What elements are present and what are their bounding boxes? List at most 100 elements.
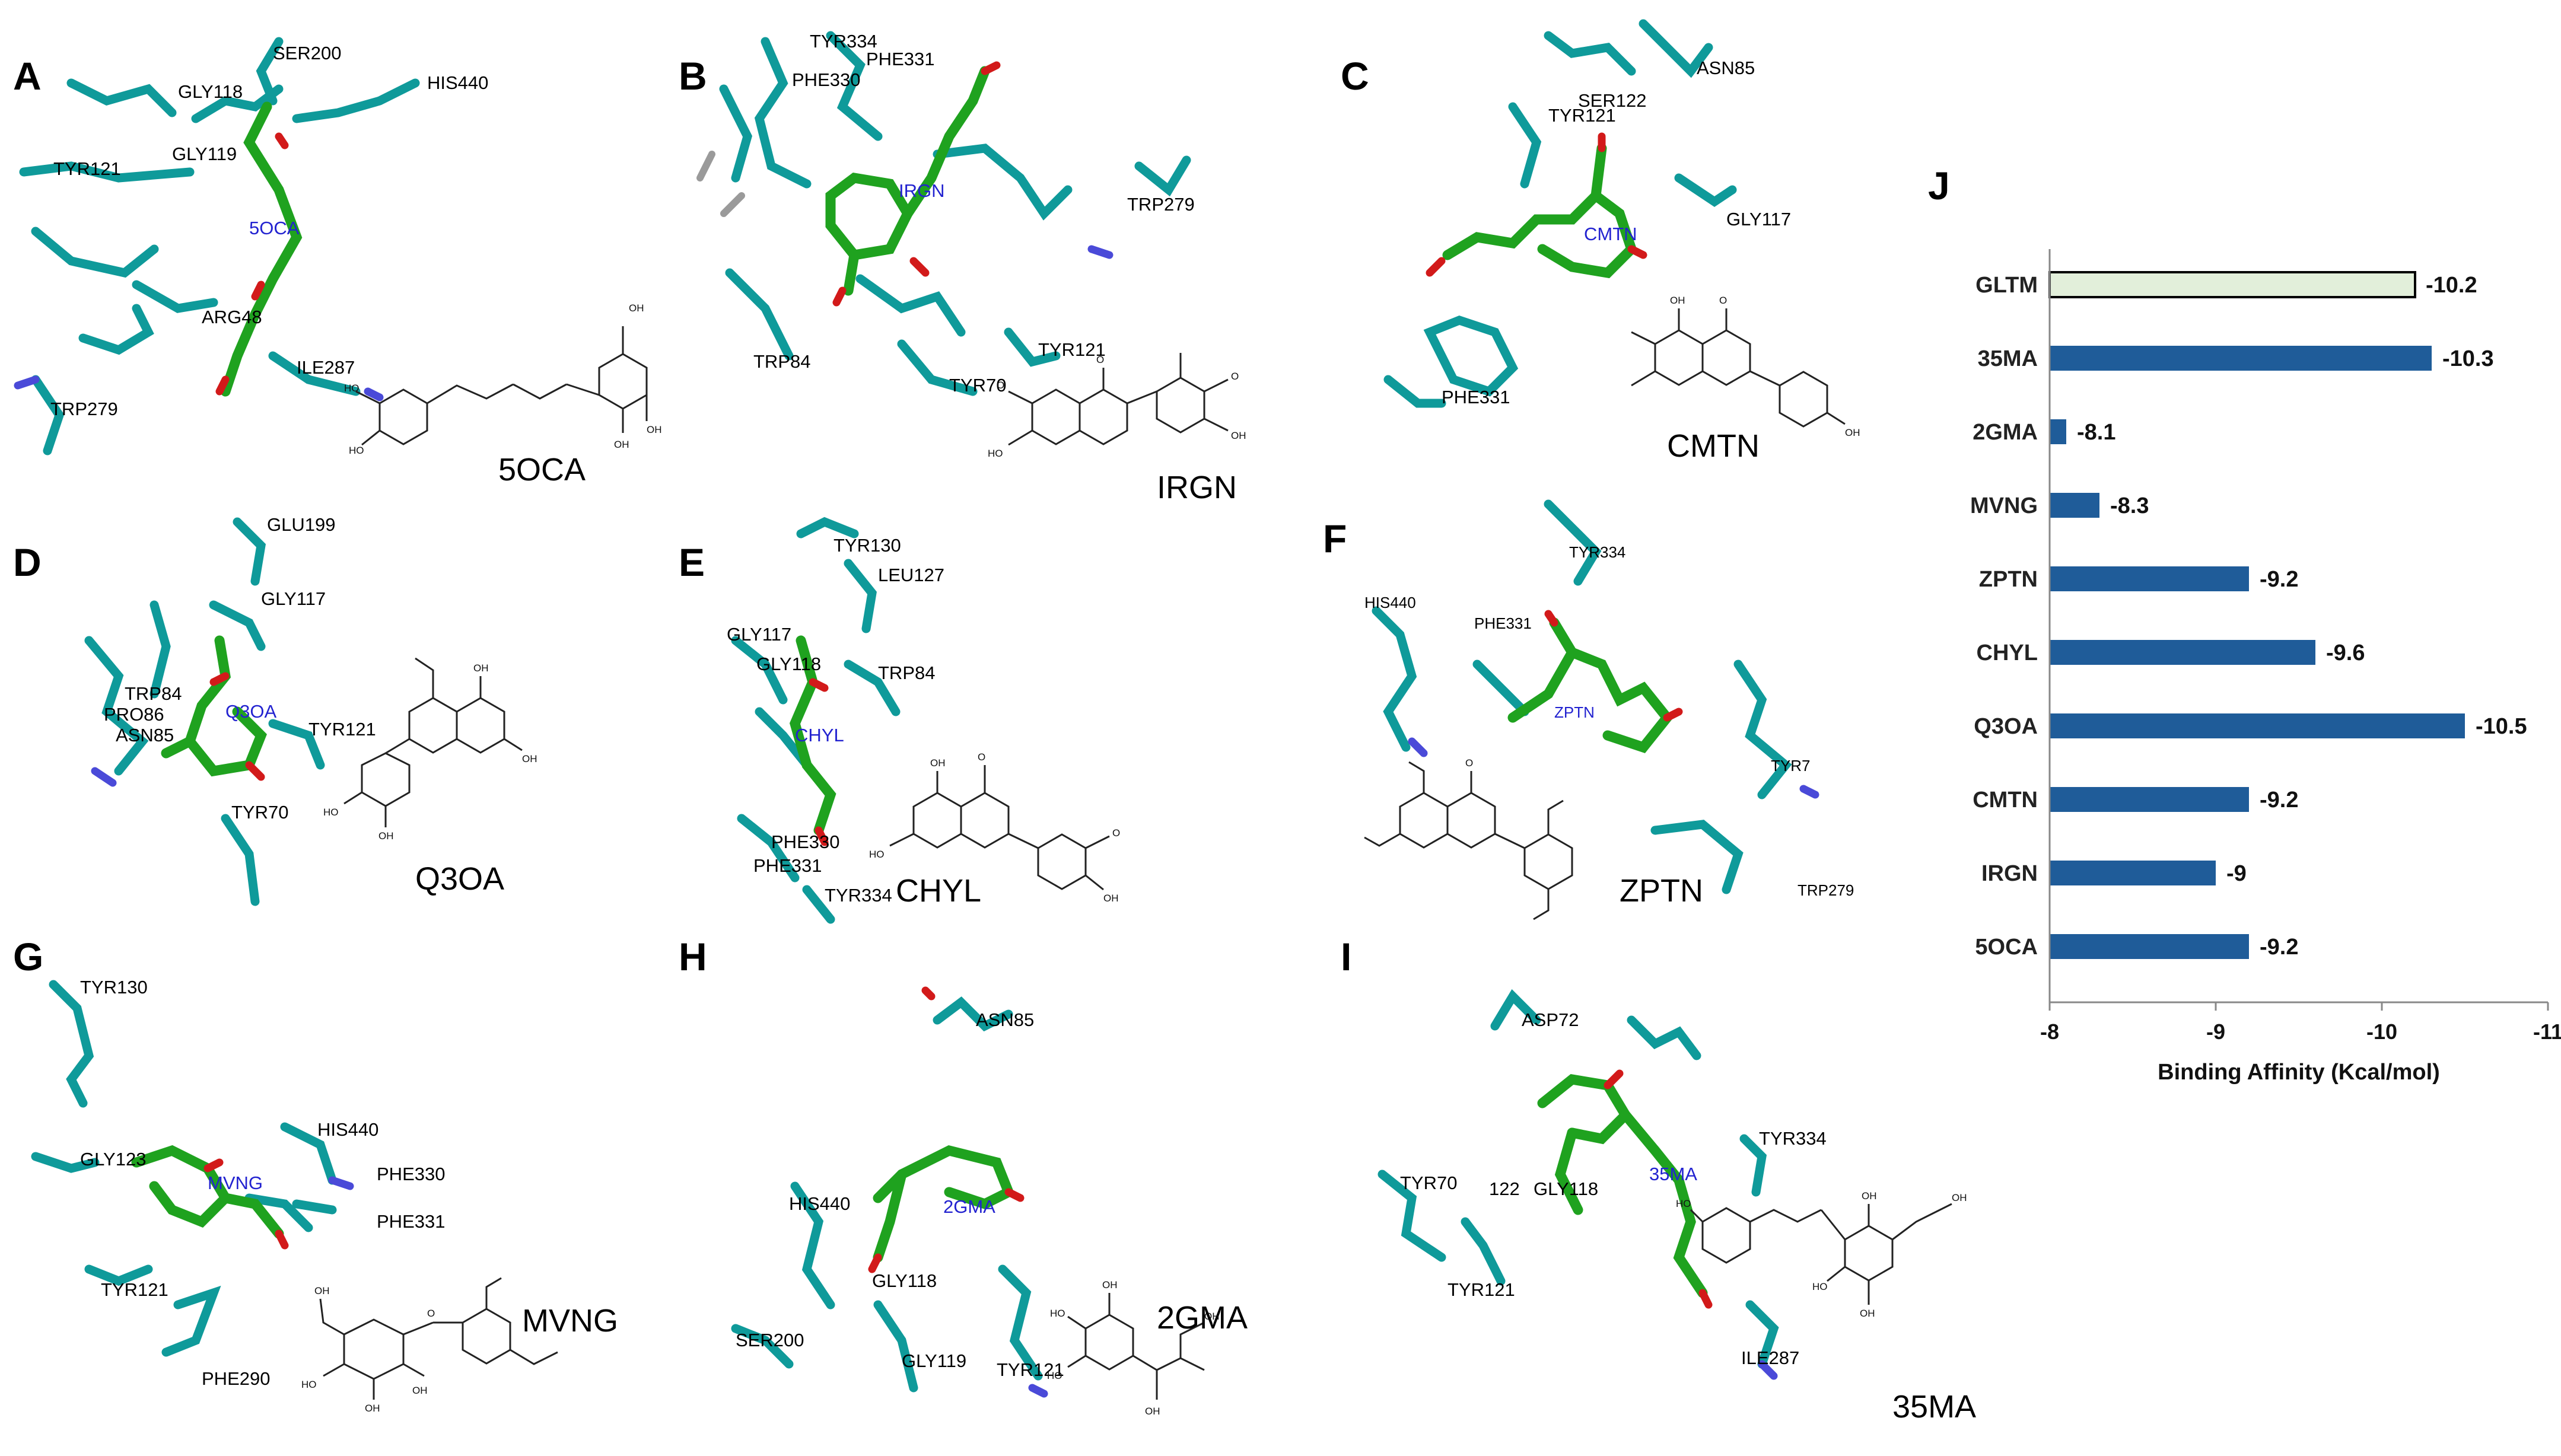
compound-name: CHYL: [896, 873, 981, 909]
panel-letter: C: [1341, 54, 1369, 98]
svg-text:OH: OH: [1102, 1279, 1118, 1291]
svg-text:OH: OH: [1231, 430, 1246, 441]
residue-label: TYR121: [101, 1279, 168, 1300]
residue-label: PHE331: [866, 49, 934, 69]
panel-letter: D: [13, 540, 42, 584]
svg-text:HO: HO: [1050, 1308, 1065, 1319]
svg-text:OH: OH: [930, 757, 946, 769]
svg-text:O: O: [1719, 295, 1727, 306]
chemical-structure-CMTN: [1631, 308, 1846, 428]
ligand-label: CHYL: [795, 725, 844, 745]
docking-pose-c: ASN85 TYR121 SER122 GLY117 PHE331 CMTN O…: [1383, 19, 1860, 464]
residue-label: SER122: [1578, 90, 1646, 111]
chemical-structure-2GMA: [1067, 1293, 1205, 1400]
svg-text:OH: OH: [1845, 427, 1860, 438]
residue-label: GLY117: [727, 624, 791, 645]
svg-text:HO: HO: [869, 849, 885, 860]
svg-text:HO: HO: [1812, 1281, 1828, 1292]
svg-text:OH: OH: [1952, 1192, 1967, 1203]
residue-label: GLY119: [172, 144, 237, 164]
category-label: 5OCA: [1975, 935, 2038, 960]
chemical-structure-MVNG: [319, 1277, 558, 1400]
svg-text:OH: OH: [1204, 1311, 1220, 1322]
svg-text:OH: OH: [1670, 295, 1685, 306]
svg-text:HO: HO: [344, 383, 360, 394]
residue-label: TYR70: [1400, 1173, 1457, 1193]
panel-a: A SER200 GLY118 HIS440 TYR121 GLY119 ARG…: [0, 0, 662, 488]
residue-label: TYR334: [1569, 543, 1625, 561]
svg-text:O: O: [1231, 371, 1239, 382]
residue-label: TYR121: [997, 1359, 1064, 1380]
residue-label: TYR334: [825, 885, 892, 906]
panel-h: H ASN85 HIS440 GLY118 SER200 GLY119 TYR1…: [653, 925, 1323, 1456]
residue-label: SER200: [273, 43, 341, 63]
residue-label: PHE290: [202, 1368, 270, 1389]
residue-label: TRP279: [1127, 194, 1195, 215]
docking-pose-e: TYR130 LEU127 GLY117 GLY118 TRP84 PHE330…: [727, 517, 1120, 924]
ligand-label: CMTN: [1584, 224, 1637, 244]
residue-label: TYR70: [231, 802, 288, 823]
svg-text:OH: OH: [1145, 1406, 1160, 1417]
bar: [2050, 861, 2216, 885]
x-tick-label: -8: [2040, 1019, 2059, 1044]
panel-c: C ASN85 TYR121 SER122 GLY117 PHE331 CMTN: [1323, 0, 1916, 510]
svg-text:OH: OH: [647, 424, 662, 435]
residue-label: TYR121: [308, 719, 376, 740]
compound-name: CMTN: [1667, 428, 1760, 464]
residue-label: SER200: [736, 1330, 804, 1350]
ligand-label: MVNG: [208, 1173, 263, 1193]
bar: [2050, 640, 2315, 665]
category-label: CHYL: [1977, 641, 2038, 665]
svg-text:OH: OH: [629, 302, 644, 314]
ligand-label: 5OCA: [249, 218, 300, 238]
data-label: -9.2: [2260, 935, 2298, 960]
residue-label: TRP84: [878, 662, 935, 683]
category-label: CMTN: [1973, 788, 2038, 813]
residue-label: GLY118: [872, 1270, 937, 1291]
category-label: Q3OA: [1974, 714, 2038, 739]
data-label: -8.3: [2110, 493, 2149, 518]
svg-text:HO: HO: [301, 1379, 317, 1390]
svg-text:HO: HO: [1047, 1370, 1062, 1381]
residue-label: HIS440: [427, 72, 488, 93]
docking-pose-d: GLU199 GLY117 TRP84 PRO86 ASN85 TYR121 T…: [84, 514, 537, 906]
residue-label: TYR130: [833, 535, 901, 556]
residue-label: TYR121: [1038, 339, 1106, 360]
svg-text:OH: OH: [1103, 893, 1119, 904]
residue-label: ASN85: [1697, 58, 1755, 78]
category-label: 35MA: [1978, 346, 2038, 371]
bar: [2050, 346, 2432, 371]
svg-text:OH: OH: [1860, 1308, 1875, 1319]
chemical-structure-Q3OA: [343, 657, 523, 827]
residue-label: GLY118: [756, 654, 821, 674]
residue-label: TYR334: [810, 31, 877, 52]
category-label: 2GMA: [1973, 420, 2038, 445]
chemical-structure-CHYL: [889, 765, 1110, 891]
docking-pose-h: ASN85 HIS440 GLY118 SER200 GLY119 TYR121…: [731, 986, 1248, 1417]
svg-text:HO: HO: [988, 448, 1003, 459]
bar: [2048, 271, 2416, 298]
residue-label: GLY119: [902, 1350, 966, 1371]
x-tick-label: -10: [2366, 1019, 2397, 1044]
residue-label: TYR121: [1548, 105, 1616, 126]
svg-text:O: O: [427, 1308, 435, 1319]
residue-label: PHE331: [753, 855, 822, 876]
ligand-label: ZPTN: [1554, 703, 1595, 721]
panel-letter: E: [679, 540, 705, 584]
bar: [2050, 566, 2249, 591]
residue-label: PHE331: [1474, 614, 1532, 632]
chemical-structure-ZPTN: [1364, 761, 1573, 920]
data-label: -9.6: [2326, 641, 2365, 665]
panel-letter: I: [1341, 935, 1352, 979]
svg-text:OH: OH: [1862, 1190, 1877, 1202]
panel-i: I ASP72 TYR334 TYR70 122 GLY118 TYR121 I…: [1323, 925, 1976, 1456]
data-label: -8.1: [2077, 420, 2115, 445]
svg-text:OH: OH: [412, 1385, 428, 1396]
data-label: -9.2: [2260, 567, 2298, 592]
residue-label: TYR121: [53, 158, 121, 179]
category-label: MVNG: [1970, 493, 2038, 518]
residue-label: PHE331: [1442, 387, 1510, 407]
panel-g: G TYR130 GLY123 HIS440 PHE330 PHE331 TYR…: [0, 925, 653, 1456]
ligand-label: 35MA: [1649, 1164, 1697, 1184]
data-label: -9: [2226, 861, 2247, 886]
